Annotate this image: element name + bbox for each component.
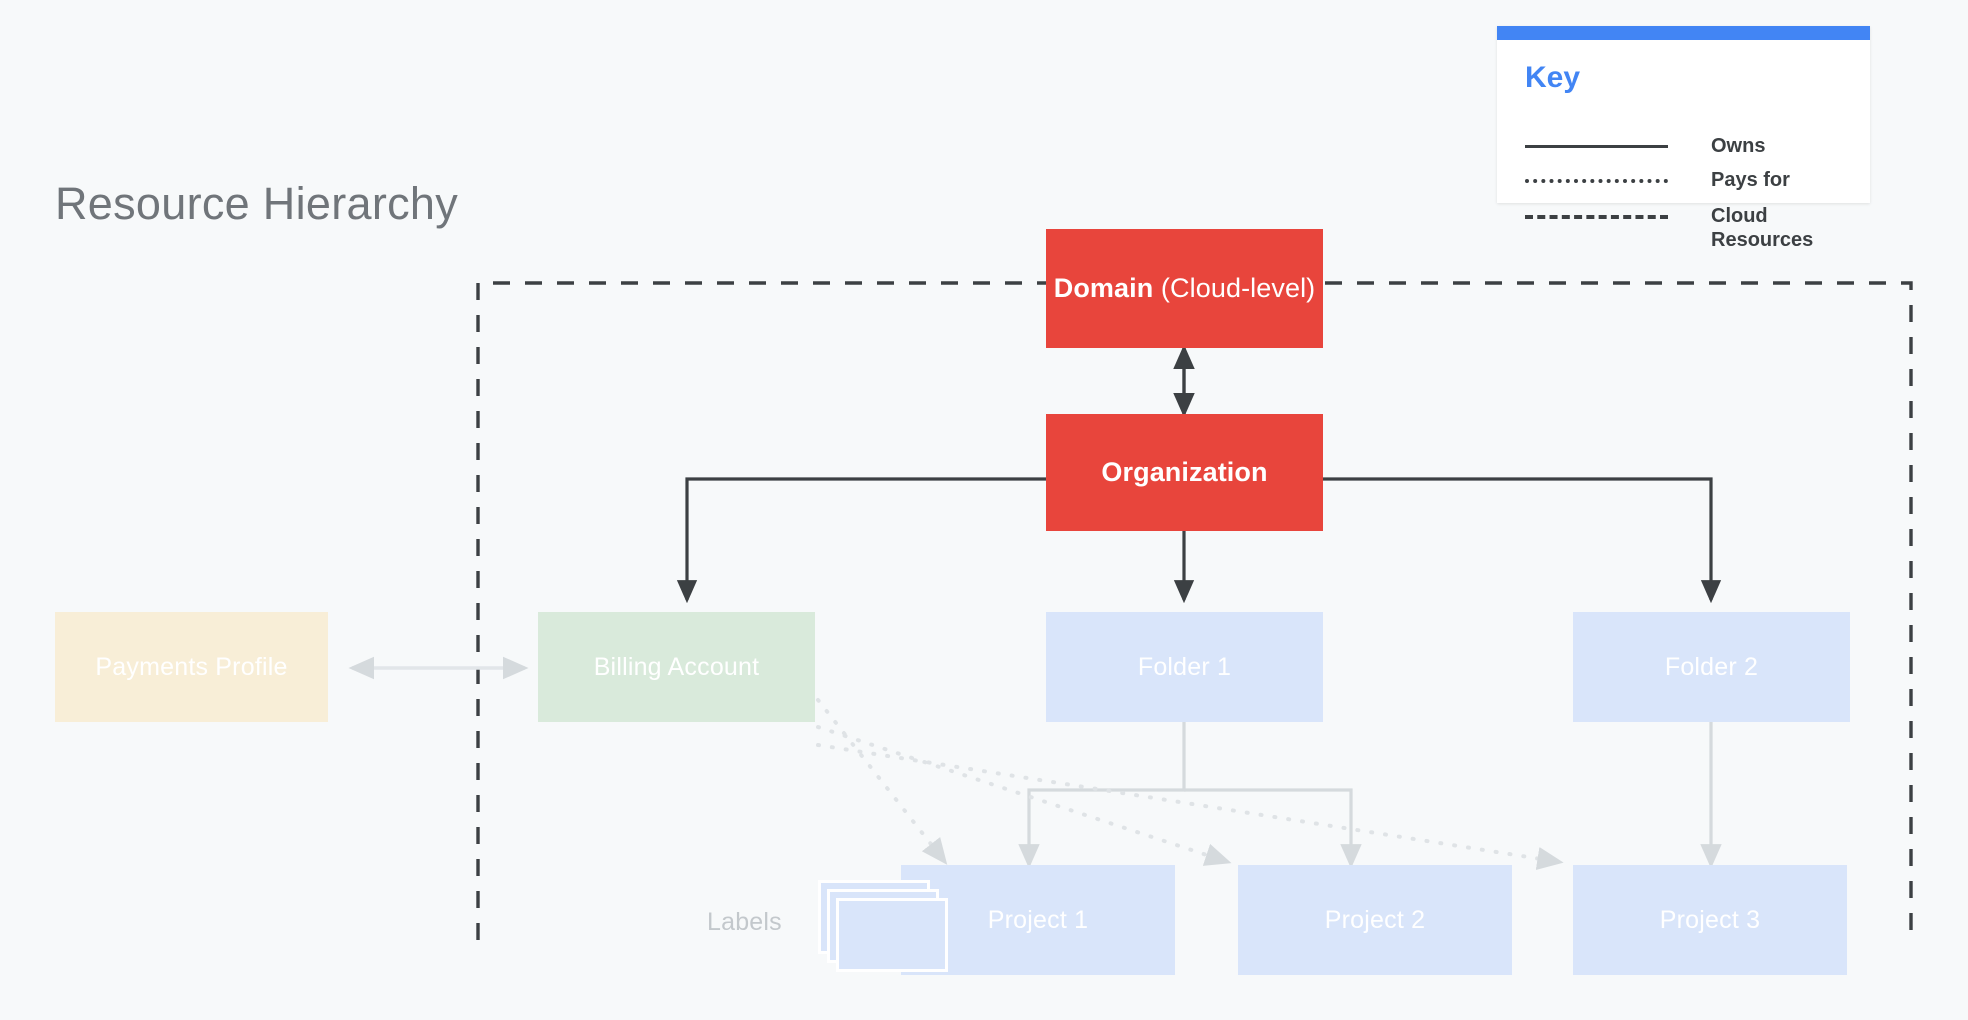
legend-row-pays-for: Pays for xyxy=(1525,168,1861,192)
edge-billing-account-project-3 xyxy=(816,743,1564,870)
legend-row-cloud-resources: Cloud Resources xyxy=(1525,204,1861,253)
legend-line-dotted-icon xyxy=(1525,179,1668,186)
edge-billing-account-project-2 xyxy=(816,725,1232,866)
legend-line-solid-icon xyxy=(1525,145,1668,151)
node-domain-label: Domain (Cloud-level) xyxy=(1054,273,1316,304)
legend-line-dashed-icon xyxy=(1525,215,1668,222)
legend-accent-bar xyxy=(1497,26,1870,40)
page-title: Resource Hierarchy xyxy=(55,178,459,229)
legend-row-owns: Owns xyxy=(1525,134,1861,158)
legend-panel: Key Owns Pays for Cloud Resources xyxy=(1497,26,1870,251)
node-project-2-label: Project 2 xyxy=(1324,905,1426,934)
legend-label-owns: Owns xyxy=(1711,135,1766,157)
legend-body: Key Owns Pays for Cloud Resources xyxy=(1497,40,1870,251)
node-project-1-label: Project 1 xyxy=(987,905,1089,934)
node-billing-account-label: Billing Account xyxy=(593,652,760,681)
edge-organization-billing-account xyxy=(676,477,1046,604)
edge-organization-folder-2 xyxy=(1323,477,1722,604)
node-folder-1[interactable]: Folder 1 xyxy=(1046,612,1323,722)
edge-folder-1-project-1 xyxy=(1018,721,1186,869)
node-billing-account[interactable]: Billing Account xyxy=(538,612,815,722)
node-folder-2-label: Folder 2 xyxy=(1664,652,1759,681)
node-project-3[interactable]: Project 3 xyxy=(1573,865,1847,975)
node-domain-label-bold: Domain xyxy=(1053,273,1154,303)
legend-label-cloud-resources: Cloud Resources xyxy=(1711,205,1814,252)
legend-title: Key xyxy=(1525,61,1581,94)
node-folder-2[interactable]: Folder 2 xyxy=(1573,612,1850,722)
label-card xyxy=(836,898,948,972)
label-stack[interactable] xyxy=(818,880,948,972)
edge-folder-1-project-2 xyxy=(1184,788,1362,869)
edge-billing-account-project-1 xyxy=(816,698,948,865)
node-domain-label-rest: (Cloud-level) xyxy=(1153,273,1316,303)
node-payments-profile-label: Payments Profile xyxy=(95,652,288,681)
node-domain[interactable]: Domain (Cloud-level) xyxy=(1046,229,1323,348)
node-organization[interactable]: Organization xyxy=(1046,414,1323,531)
legend-label-pays-for: Pays for xyxy=(1711,169,1790,191)
node-project-3-label: Project 3 xyxy=(1659,905,1761,934)
node-folder-1-label: Folder 1 xyxy=(1137,652,1232,681)
node-project-2[interactable]: Project 2 xyxy=(1238,865,1512,975)
node-organization-label: Organization xyxy=(1101,457,1268,487)
node-payments-profile[interactable]: Payments Profile xyxy=(55,612,328,722)
labels-caption: Labels xyxy=(707,908,782,936)
